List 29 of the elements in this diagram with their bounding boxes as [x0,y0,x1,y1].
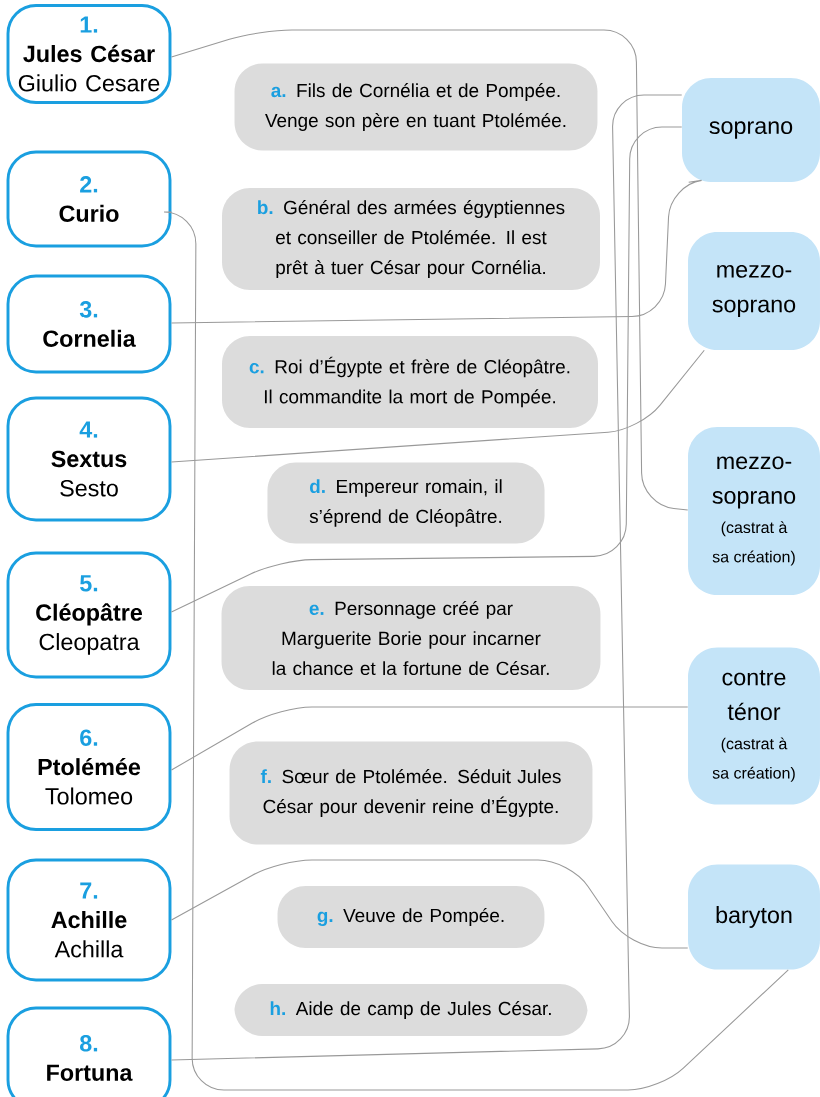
description-box: g. Veuve de Pompée. [277,886,545,948]
description-box: e. Personnage créé par Marguerite Borie pour incarner la chance et la fortune de César. [221,586,601,690]
connector-line [170,126,683,613]
voice-type-box: contre ténor (castrat à sa création) [688,647,820,805]
voice-type-box: mezzo-soprano [688,232,820,350]
connector-line [170,29,689,511]
character-box: 4. Sextus Sesto [6,396,172,522]
connector-line [170,349,705,463]
character-box: 7. Achille Achilla [6,858,172,982]
connector-line [163,211,789,1091]
connector-line [170,859,689,949]
character-box: 2. Curio [6,150,172,248]
character-box: 8. Fortuna [6,1006,172,1097]
voice-type-box: baryton [688,864,820,970]
description-box: c. Roi d’Égypte et frère de Cléopâtre. Il commandite la mort de Pompée. [222,336,598,428]
voice-type-box: soprano [682,78,820,182]
description-box: b. Général des armées égyptiennes et conseiller de Ptolémée. Il est prêt à tuer César pour Cornélia. [222,188,600,290]
voice-type-box: mezzo-soprano (castrat à sa création) [688,427,820,595]
description-box: a. Fils de Cornélia et de Pompée. Venge son père en tuant Ptolémée. [234,63,598,151]
character-box: 6. Ptolémée Tolomeo [6,703,172,831]
connector-line [170,706,689,771]
character-box: 1. Jules César Giulio Cesare [6,4,172,104]
description-box: d. Empereur romain, il s’éprend de Cléopâtre. [267,462,545,544]
character-box: 5. Cléopâtre Cleopatra [6,551,172,679]
description-box: h. Aide de camp de Jules César. [234,984,588,1036]
connector-line [170,179,703,324]
character-box: 3. Cornelia [6,274,172,374]
description-box: f. Sœur de Ptolémée. Séduit Jules César pour devenir reine d’Égypte. [229,741,593,845]
connector-line [170,94,683,1061]
